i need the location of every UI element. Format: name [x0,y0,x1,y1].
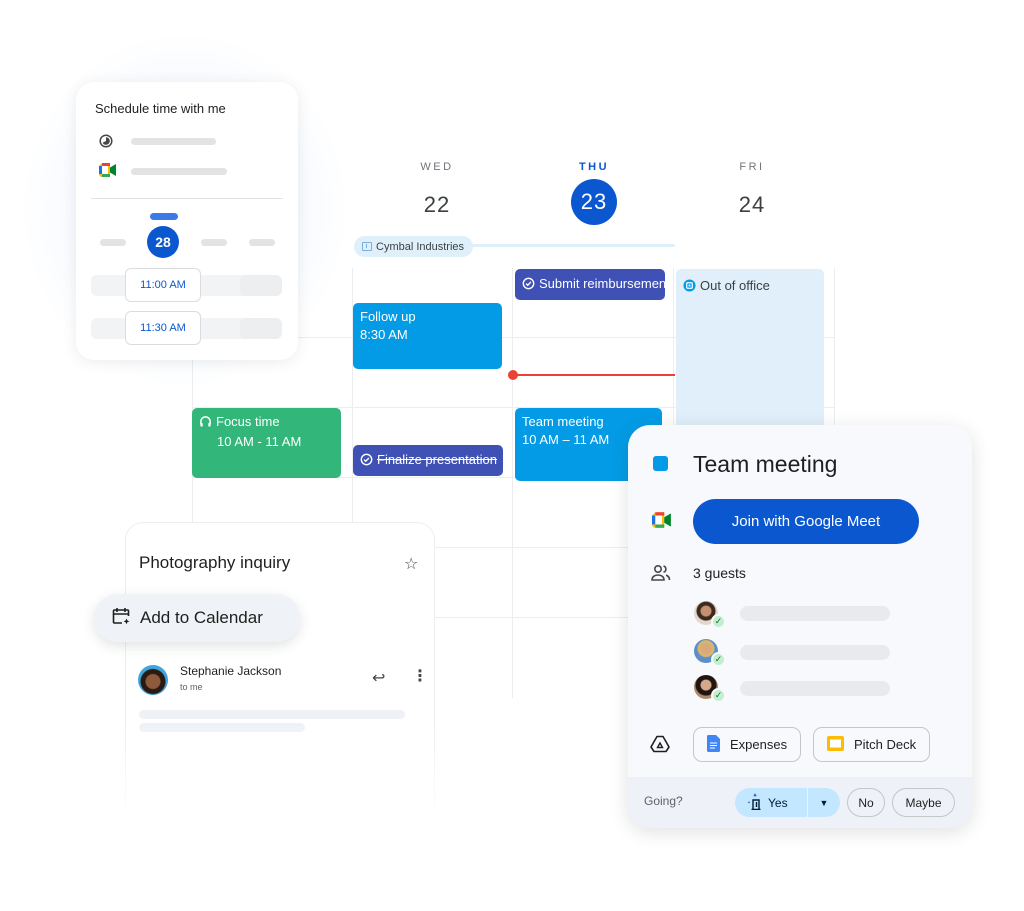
headphones-icon [199,415,212,433]
event-title: Finalize presentation [377,452,497,467]
event-title: Out of office [700,278,770,293]
star-icon[interactable]: ☆ [404,556,419,573]
rsvp-yes-button[interactable]: Yes ▼ [735,788,840,817]
add-to-calendar-label: Add to Calendar [140,608,263,627]
schedule-card: Schedule time with me 28 11:00 AM 11:30 … [76,82,298,360]
event-detail-title: Team meeting [693,451,838,477]
slot-placeholder [240,275,282,296]
grid-line [352,268,353,698]
day-header-fri[interactable]: FRI 24 [672,161,832,227]
day-number: 22 [423,192,451,217]
day-of-week: THU [578,161,610,173]
rsvp-prompt: Going? [644,794,683,808]
placeholder-day[interactable] [100,239,126,246]
attachment-name: Expenses [730,737,788,752]
day-number-today: 23 [571,179,617,225]
join-meet-button[interactable]: Join with Google Meet [693,499,919,544]
guest-name-placeholder [740,681,890,696]
recipient-label: to me [180,682,203,692]
rsvp-maybe-button[interactable]: Maybe [892,788,955,817]
guest-name-placeholder [740,645,890,660]
grid-line [512,268,513,698]
event-follow-up[interactable]: Follow up 8:30 AM [353,303,502,369]
google-meet-icon [99,163,117,182]
rsvp-yes-label: Yes [768,795,788,810]
grid-line [192,337,834,338]
time-slot[interactable]: 11:30 AM [125,311,201,345]
guests-icon [651,564,671,587]
placeholder-day[interactable] [201,239,227,246]
event-finalize-presentation[interactable]: Finalize presentation [353,445,503,476]
schedule-title: Schedule time with me [95,101,226,116]
event-title: Focus time [216,414,280,429]
event-title: Team meeting [522,414,604,429]
grid-line [192,407,834,408]
all-day-event-label: Cymbal Industries [376,240,465,253]
google-meet-icon [652,512,672,533]
guests-count: 3 guests [693,565,746,581]
event-title: Follow up [360,309,416,324]
google-docs-icon [707,734,720,755]
rsvp-no-button[interactable]: No [847,788,885,817]
building-icon [362,242,372,251]
out-of-office-icon [683,279,696,297]
grid-line [192,268,193,698]
selected-date[interactable]: 28 [147,226,179,258]
day-header-thu[interactable]: THU 23 [514,161,674,225]
current-time-indicator [512,374,675,376]
day-of-week: FRI [739,161,765,173]
event-time: 10 AM – 11 AM [522,432,610,447]
google-slides-icon [827,735,844,754]
duration-icon [99,134,113,153]
google-drive-icon [650,735,670,758]
add-to-calendar-button[interactable]: Add to Calendar [94,594,300,642]
placeholder-bar [139,723,305,732]
time-slot[interactable]: 11:00 AM [125,268,201,302]
event-color-swatch [653,456,668,471]
event-out-of-office[interactable]: Out of office [676,269,824,444]
sender-name: Stephanie Jackson [180,664,282,678]
sender-avatar [138,665,168,695]
event-time: 10 AM - 11 AM [217,434,302,449]
grid-line [192,547,834,548]
accepted-check-icon: ✓ [711,614,726,629]
all-day-span [470,244,675,247]
day-header-wed[interactable]: WED 22 [357,161,517,227]
attachment-name: Pitch Deck [854,737,917,752]
accepted-check-icon: ✓ [711,652,726,667]
guest-name-placeholder [740,606,890,621]
placeholder-bar [131,138,216,145]
grid-line [192,617,834,618]
current-time-dot [508,370,518,380]
event-detail-card: Team meeting Join with Google Meet 3 gue… [628,425,972,828]
dropdown-caret-icon[interactable]: ▼ [819,797,829,808]
day-of-week: WED [420,161,454,173]
task-check-icon [360,453,373,471]
accepted-check-icon: ✓ [711,688,726,703]
event-focus-time[interactable]: Focus time 10 AM - 11 AM [192,408,341,478]
attachment-expenses[interactable]: Expenses [693,727,802,762]
grid-line [834,268,835,443]
attachment-pitch-deck[interactable]: Pitch Deck [813,727,931,762]
event-title: Submit reimbursement [539,276,665,291]
all-day-event-chip[interactable]: Cymbal Industries [354,236,474,257]
grid-line [192,477,834,478]
in-office-icon [747,792,762,813]
placeholder-bar [131,168,227,175]
more-options-icon[interactable]: ⋮ [412,668,428,685]
email-subject: Photography inquiry [139,553,291,572]
placeholder-bar [139,710,405,719]
placeholder-day[interactable] [249,239,275,246]
task-check-icon [522,277,535,295]
slot-placeholder [240,318,282,339]
divider [91,198,283,199]
calendar-add-icon [111,606,131,631]
reply-icon[interactable]: ↩ [372,670,386,687]
email-card: Photography inquiry ☆ Stephanie Jackson … [125,522,435,822]
event-time: 8:30 AM [360,327,408,342]
event-submit-reimbursement[interactable]: Submit reimbursement [515,269,665,300]
selected-day-indicator [150,213,178,220]
day-number: 24 [738,192,766,217]
